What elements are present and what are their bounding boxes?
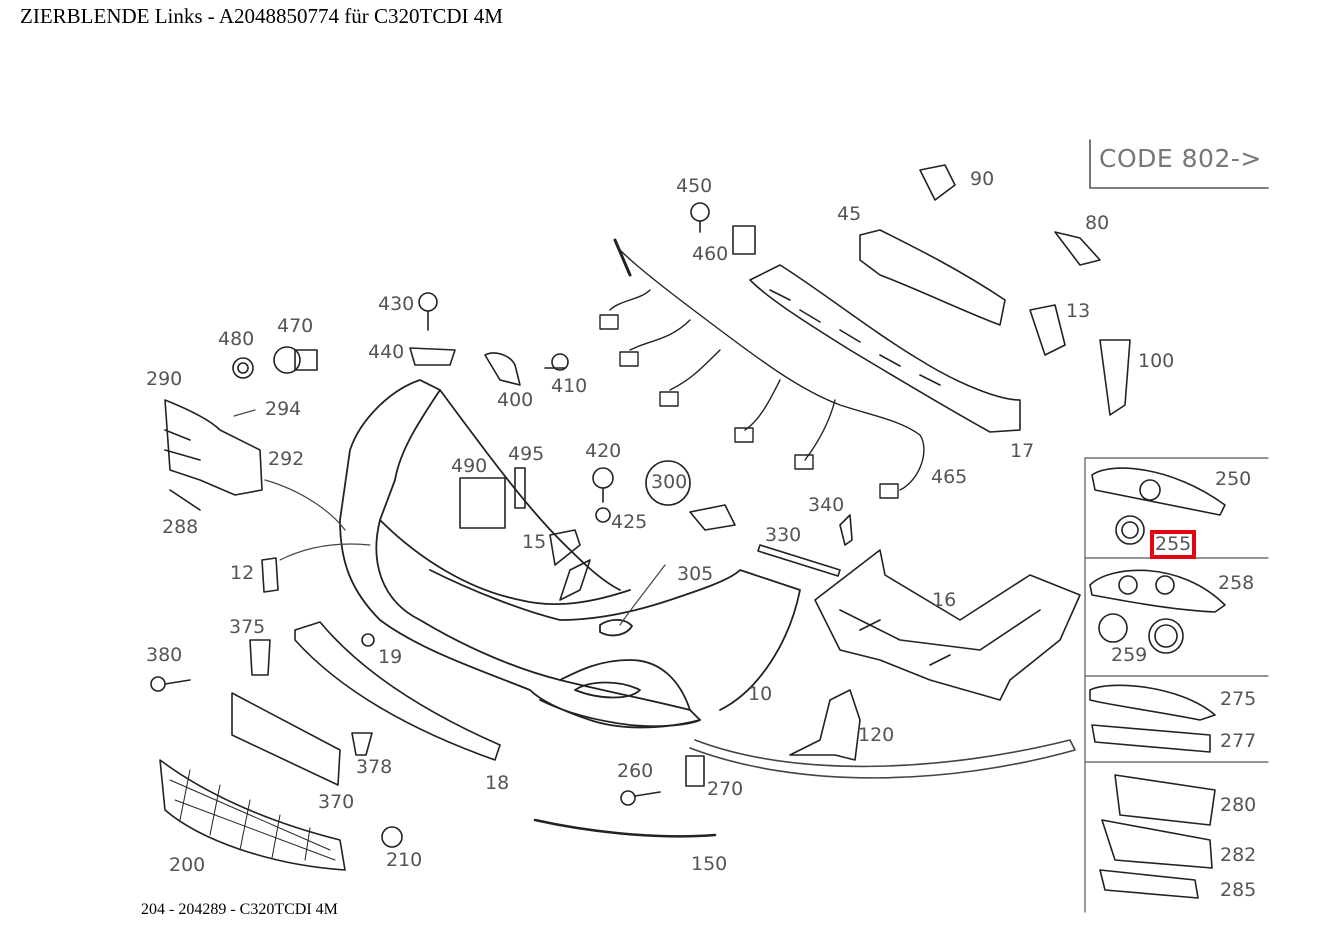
part-label-425[interactable]: 425 [611, 511, 648, 533]
part-label-282[interactable]: 282 [1220, 844, 1257, 866]
part-label-370[interactable]: 370 [318, 791, 355, 813]
part-label-490[interactable]: 490 [451, 455, 488, 477]
part-label-275[interactable]: 275 [1220, 688, 1257, 710]
part-label-285[interactable]: 285 [1220, 879, 1257, 901]
part-label-260[interactable]: 260 [617, 760, 654, 782]
part-label-18[interactable]: 18 [485, 772, 510, 794]
part-label-495[interactable]: 495 [508, 443, 545, 465]
part-label-15[interactable]: 15 [522, 531, 547, 553]
part-label-440[interactable]: 440 [368, 341, 405, 363]
part-label-90[interactable]: 90 [970, 168, 995, 190]
small-parts [150, 164, 1131, 848]
part-label-270[interactable]: 270 [707, 778, 744, 800]
part-label-420[interactable]: 420 [585, 440, 622, 462]
part-label-16[interactable]: 16 [932, 589, 957, 611]
part-label-294[interactable]: 294 [265, 398, 302, 420]
part-label-200[interactable]: 200 [169, 854, 206, 876]
part-label-259[interactable]: 259 [1111, 644, 1148, 666]
part-label-100[interactable]: 100 [1138, 350, 1175, 372]
part-label-250[interactable]: 250 [1215, 468, 1252, 490]
part-label-450[interactable]: 450 [676, 175, 713, 197]
part-label-12[interactable]: 12 [230, 562, 255, 584]
part-label-13[interactable]: 13 [1066, 300, 1091, 322]
part-label-300[interactable]: 300 [651, 471, 688, 493]
part-label-10[interactable]: 10 [748, 683, 773, 705]
part-label-375[interactable]: 375 [229, 616, 266, 638]
part-label-258[interactable]: 258 [1218, 572, 1255, 594]
bumper-cover [339, 379, 801, 729]
strip-330 [757, 544, 841, 577]
part-label-80[interactable]: 80 [1085, 212, 1110, 234]
part-label-480[interactable]: 480 [218, 328, 255, 350]
part-label-120[interactable]: 120 [858, 724, 895, 746]
side-bracket-290 [164, 399, 263, 511]
plate-holder-370 [231, 692, 341, 786]
leader-arrows [233, 409, 666, 626]
part-label-255[interactable]: 255 [1149, 530, 1197, 559]
part-label-430[interactable]: 430 [378, 293, 415, 315]
cross-member-17 [749, 264, 1021, 433]
bracket-120 [789, 689, 861, 761]
part-label-340[interactable]: 340 [808, 494, 845, 516]
part-label-19[interactable]: 19 [378, 646, 403, 668]
bracket-45 [859, 229, 1006, 326]
part-label-400[interactable]: 400 [497, 389, 534, 411]
sidebar-parts [1089, 467, 1226, 899]
page-title: ZIERBLENDE Links - A2048850774 für C320T… [20, 4, 503, 28]
part-label-305[interactable]: 305 [677, 563, 714, 585]
part-label-460[interactable]: 460 [692, 243, 729, 265]
part-label-290[interactable]: 290 [146, 368, 183, 390]
part-label-210[interactable]: 210 [386, 849, 423, 871]
part-label-150[interactable]: 150 [691, 853, 728, 875]
wiring-harness [599, 238, 925, 499]
part-label-380[interactable]: 380 [146, 644, 183, 666]
part-label-410[interactable]: 410 [551, 375, 588, 397]
code-note: CODE 802-> [1099, 144, 1262, 173]
trim-150 [533, 818, 717, 838]
part-label-330[interactable]: 330 [765, 524, 802, 546]
impact-bar-16 [814, 549, 1081, 701]
code-box-frame [1089, 139, 1269, 189]
part-label-277[interactable]: 277 [1220, 730, 1257, 752]
trim-18 [294, 621, 501, 761]
sidebar-frame [1084, 457, 1269, 913]
part-label-378[interactable]: 378 [356, 756, 393, 778]
grille-200 [159, 759, 346, 871]
part-label-45[interactable]: 45 [837, 203, 862, 225]
part-label-292[interactable]: 292 [268, 448, 305, 470]
part-label-465[interactable]: 465 [931, 466, 968, 488]
part-label-17[interactable]: 17 [1010, 440, 1035, 462]
part-label-288[interactable]: 288 [162, 516, 199, 538]
part-label-470[interactable]: 470 [277, 315, 314, 337]
part-label-280[interactable]: 280 [1220, 794, 1257, 816]
arrow-strip [689, 739, 1076, 779]
footer-caption: 204 - 204289 - C320TCDI 4M [141, 901, 338, 918]
